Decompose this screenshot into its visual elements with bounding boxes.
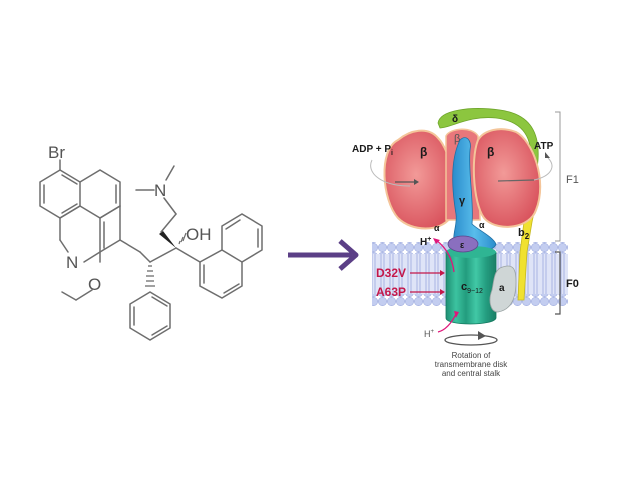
atom-n-ring: N — [66, 253, 78, 272]
reaction-arrow — [288, 239, 359, 271]
mutation-arrowhead — [440, 270, 445, 276]
a-subunit — [489, 265, 517, 313]
bond — [75, 289, 93, 301]
hashed-wedge-oh — [178, 232, 187, 245]
label-c-ring: c9−12 — [461, 281, 483, 295]
atp-curve — [533, 157, 553, 181]
epsilon-subunit — [447, 235, 479, 253]
label-proton-top: H+ — [420, 236, 431, 248]
gamma-subunit — [452, 137, 497, 254]
label-beta-center: β — [454, 133, 460, 145]
bond — [165, 165, 175, 181]
label-f0: F0 — [566, 278, 579, 290]
bond — [160, 213, 177, 233]
label-f1: F1 — [566, 174, 579, 186]
proton-arrowhead-bottom — [454, 311, 459, 318]
rotation-arrow — [444, 331, 498, 346]
label-adp-pi: ADP + Pi — [352, 144, 393, 157]
label-b2: b2 — [518, 227, 530, 241]
caption-line-1: Rotation of — [452, 351, 491, 360]
mutation-arrowhead — [440, 289, 445, 295]
mutation-d32v: D32V — [376, 266, 406, 280]
bold-wedge — [159, 231, 176, 248]
adp-curve — [370, 159, 411, 187]
bond — [61, 291, 77, 301]
atom-n-amine: N — [154, 181, 166, 200]
quinoline-ring-system — [39, 159, 121, 263]
atp-arrowhead — [545, 152, 550, 158]
proton-arrowhead-top — [433, 238, 440, 244]
label-beta-right: β — [487, 145, 494, 159]
adp-arrowhead — [414, 179, 419, 185]
bond — [149, 247, 177, 263]
label-atp: ATP — [534, 141, 554, 152]
label-gamma: γ — [459, 195, 466, 207]
c-ring — [445, 251, 497, 325]
bond — [175, 247, 201, 263]
atom-o-methoxy: O — [88, 275, 101, 294]
label-alpha-left: α — [434, 223, 440, 233]
bedaquiline-molecule: Br N O N OH — [39, 143, 263, 341]
mutation-a63p: A63P — [376, 285, 406, 299]
atp-arrow — [497, 179, 535, 182]
bond — [163, 197, 177, 215]
f0-bracket — [555, 251, 561, 315]
label-proton-bottom: H+ — [424, 329, 435, 339]
proton-path-bottom — [437, 313, 457, 333]
f1-bracket — [555, 111, 561, 242]
label-alpha-right: α — [479, 220, 485, 230]
atom-br: Br — [48, 143, 65, 162]
pyridine-ring — [99, 205, 121, 253]
bond — [139, 251, 151, 263]
bond — [119, 239, 141, 253]
caption-line-3: and central stalk — [442, 369, 501, 378]
label-a: a — [499, 283, 505, 294]
atom-oh: OH — [186, 225, 212, 244]
label-beta-left: β — [420, 145, 427, 159]
naphthalene-ring — [199, 213, 263, 299]
atp-synthase-diagram: F1 F0 δ b2 β β β γ α α c9−12 ε a — [352, 108, 579, 378]
hashed-wedge — [145, 265, 155, 287]
label-delta: δ — [452, 114, 458, 125]
label-epsilon: ε — [460, 240, 465, 250]
beta-subunit-right — [472, 128, 542, 228]
caption-line-2: transmembrane disk — [435, 360, 508, 369]
phenyl-ring — [129, 291, 171, 341]
